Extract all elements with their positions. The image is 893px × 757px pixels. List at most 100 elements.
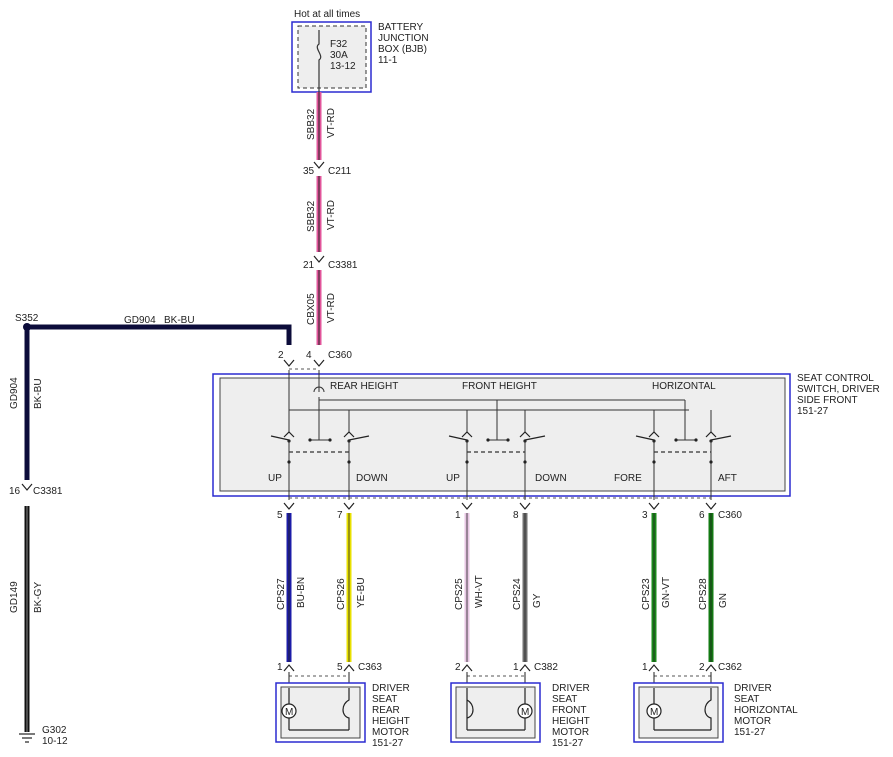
wire-pin-bottom: 1 (642, 662, 648, 673)
switch-output-leads (288, 441, 712, 500)
motor-label-line: SEAT (734, 694, 759, 705)
wire-color-label: BK-GY (33, 582, 44, 613)
connector-c3381-ground-icon (21, 483, 33, 491)
motor-label-line: SEAT (552, 694, 577, 705)
c360-bottom-pin-icon (343, 502, 355, 510)
ground-symbol-icon (19, 733, 35, 743)
switch-position-front-down: DOWN (535, 473, 567, 484)
wire-color-label: GN-VT (661, 577, 672, 608)
splice-label: S352 (15, 313, 39, 324)
switch-position-fore: FORE (614, 473, 642, 484)
wire-color-label: VT-RD (326, 200, 337, 230)
motor-label-line: MOTOR (372, 727, 409, 738)
c3381-pin: 21 (303, 260, 315, 271)
wire-color-label: WH-VT (474, 575, 485, 608)
switch-position-rear-down: DOWN (356, 473, 388, 484)
switch-position-rear-up: UP (268, 473, 282, 484)
switch-group-horizontal: HORIZONTAL (652, 381, 716, 392)
motor-connector-c363: C363 (358, 662, 382, 673)
wire-gd904-top (27, 324, 292, 345)
wire-pin-top: 6 (699, 510, 705, 521)
motor-label-line: DRIVER (372, 683, 410, 694)
motor-symbol-rear-icon: M (281, 703, 297, 719)
bjb-inner-box (297, 25, 367, 89)
wire-pin-bottom: 5 (337, 662, 343, 673)
bjb-label-line: 11-1 (378, 55, 398, 66)
wire-color-label: YE-BU (356, 577, 367, 608)
switch-output-dots (287, 460, 713, 464)
motor-connector-pin-icon (461, 664, 473, 672)
c360-top-pin-right: 4 (306, 350, 312, 361)
switch-position-aft: AFT (718, 473, 737, 484)
wire-pin-top: 3 (642, 510, 648, 521)
wire-pin-bottom: 1 (513, 662, 519, 673)
c3381-name: C3381 (328, 260, 358, 271)
wire-circuit-label: GD904 (124, 315, 156, 326)
motor-symbol-label: M (285, 707, 293, 718)
wire-circuit-label: CPS28 (698, 578, 709, 610)
motor-label-line: DRIVER (734, 683, 772, 694)
wire-circuit-label: CPS23 (641, 578, 652, 610)
bjb-label-line: JUNCTION (378, 33, 429, 44)
motor-label-line: HEIGHT (552, 716, 590, 727)
c360-bottom-pin-icon (648, 502, 660, 510)
wire-pin-top: 7 (337, 510, 343, 521)
wire-circuit-label: SBB32 (306, 200, 317, 232)
c360-bottom-pin-icon (461, 502, 473, 510)
wire-color-label: GN (718, 593, 729, 608)
motor-label-line: MOTOR (734, 716, 771, 727)
switch-label-line: 151-27 (797, 406, 829, 417)
switch-contact-dots (287, 438, 713, 443)
wire-color-label: VT-RD (326, 293, 337, 323)
fuse-label: F32 (330, 39, 348, 50)
wire-circuit-label: CPS26 (336, 578, 347, 610)
wire-circuit-label: SBB32 (306, 108, 317, 140)
motor-symbol-label: M (521, 707, 529, 718)
c211-name: C211 (328, 166, 352, 177)
switch-internal-wiring (288, 370, 712, 441)
motor-connector-pin-icon (705, 664, 717, 672)
c360-bottom-name: C360 (718, 510, 742, 521)
wire-color-label: BK-BU (164, 315, 195, 326)
wire-pin-bottom: 1 (277, 662, 283, 673)
wire-pin-bottom: 2 (455, 662, 461, 673)
fuse-f32-icon (316, 30, 322, 92)
wire-color-label: VT-RD (326, 108, 337, 138)
switch-contacts (270, 431, 732, 441)
wire-circuit-label: GD149 (9, 581, 20, 613)
c360-top-name: C360 (328, 350, 352, 361)
hot-at-all-times-note: Hot at all times (294, 9, 360, 20)
motor-connector-pin-icon (283, 664, 295, 672)
switch-group-rear-height: REAR HEIGHT (330, 381, 398, 392)
wire-circuit-label: GD904 (9, 377, 20, 409)
motor-connector-pin-icon (648, 664, 660, 672)
wire-pin-top: 1 (455, 510, 461, 521)
fuse-ref: 13-12 (330, 61, 356, 72)
switch-label-line: SIDE FRONT (797, 395, 858, 406)
ground-name: G302 (42, 725, 67, 736)
seat-switch-inner-box (219, 377, 786, 492)
switch-position-front-up: UP (446, 473, 460, 484)
motor-internals (288, 688, 712, 731)
c3381-ground-name: C3381 (33, 486, 63, 497)
switch-label-line: SEAT CONTROL (797, 373, 874, 384)
wire-color-label: GY (532, 593, 543, 608)
motor-connector-c362: C362 (718, 662, 742, 673)
c360-bottom-pin-icon (705, 502, 717, 510)
motor-label-line: REAR (372, 705, 400, 716)
c211-pin: 35 (303, 166, 315, 177)
wire-circuit-label: CPS27 (276, 578, 287, 610)
motor-connector-c382: C382 (534, 662, 558, 673)
c360-bottom-pin-icon (519, 502, 531, 510)
motor-symbol-front-icon: M (517, 703, 533, 719)
wire-pin-bottom: 2 (699, 662, 705, 673)
wire-circuit-label: CPS25 (454, 578, 465, 610)
c360-top-pin-left: 2 (278, 350, 284, 361)
wire-circuit-label: CPS24 (512, 578, 523, 610)
motor-symbol-horizontal-icon: M (646, 703, 662, 719)
motor-label-line: 151-27 (372, 738, 404, 749)
motor-label-line: HORIZONTAL (734, 705, 798, 716)
connector-c211-icon (313, 161, 325, 169)
